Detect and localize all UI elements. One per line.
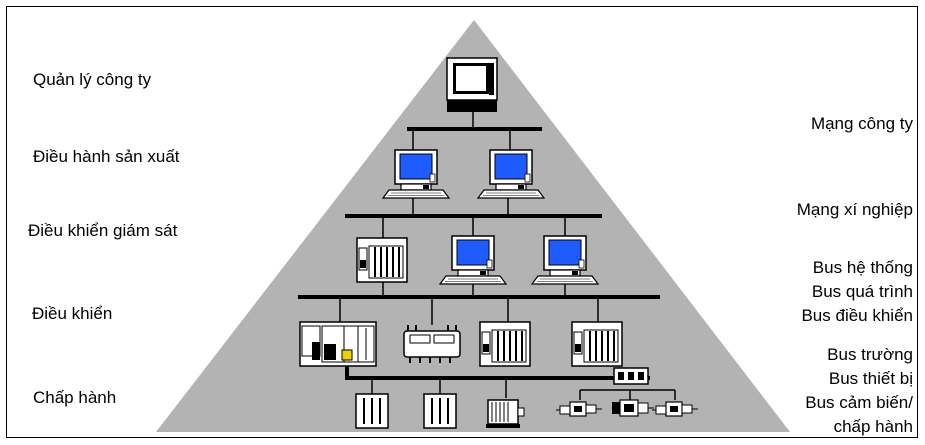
field-hub-icon xyxy=(613,367,649,385)
actuator-icon xyxy=(612,399,654,417)
plc-controller-icon xyxy=(299,321,377,367)
bus-label-field: Bus trường xyxy=(827,345,913,364)
terminal-icon xyxy=(446,57,498,112)
network-label-enterprise: Mạng xí nghiệp xyxy=(796,200,913,219)
motor-icon xyxy=(486,399,525,428)
network-label-company: Mạng công ty xyxy=(810,114,913,133)
level-label-supervisory-control: Điều khiển giám sát xyxy=(28,221,178,240)
bus-label-sensor-actuator-2: chấp hành xyxy=(833,417,913,436)
system-bus-labels: Bus hệ thống Bus quá trình Bus điều khiể… xyxy=(801,256,913,328)
level-label-control: Điều khiển xyxy=(32,304,113,323)
field-bus-labels: Bus trường Bus thiết bị Bus cảm biến/ ch… xyxy=(805,343,913,439)
io-module-icon xyxy=(423,393,457,429)
bus-label-process: Bus quá trình xyxy=(811,282,913,301)
bus-label-system: Bus hệ thống xyxy=(812,258,913,277)
plc-rack-icon xyxy=(571,321,623,367)
level-label-production-operation: Điều hành sản xuất xyxy=(33,147,180,166)
level-label-company-management: Quản lý công ty xyxy=(33,70,152,89)
bus-label-device: Bus thiết bị xyxy=(828,369,913,388)
level-label-execution: Chấp hành xyxy=(33,388,117,407)
diagram-frame xyxy=(6,6,918,438)
plc-rack-icon xyxy=(479,321,531,367)
io-module-icon xyxy=(355,393,389,429)
plc-rack-icon xyxy=(356,237,408,283)
bus-label-control: Bus điều khiển xyxy=(801,306,913,325)
remote-io-icon xyxy=(403,325,461,363)
bus-label-sensor-actuator-1: Bus cảm biến/ xyxy=(805,393,913,412)
